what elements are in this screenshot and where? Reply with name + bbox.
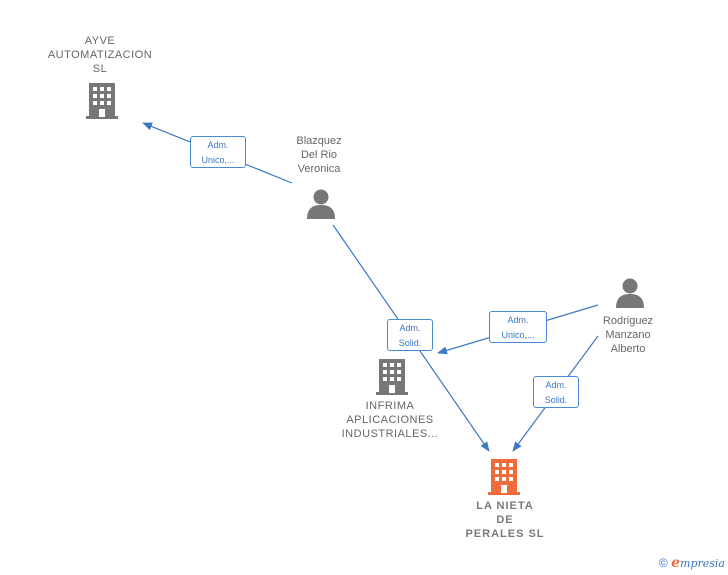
node-ayve-label[interactable]: AYVE AUTOMATIZACION SL — [47, 35, 153, 75]
person-icon — [616, 278, 644, 308]
node-blazquez-label[interactable]: Blazquez Del Rio Veronica — [296, 135, 342, 175]
edge-label-rodriguez-infrima[interactable]: Adm. Unico,... — [489, 311, 547, 343]
building-icon — [376, 359, 408, 395]
node-rodriguez-label[interactable]: Rodriguez Manzano Alberto — [602, 315, 654, 355]
node-nieta-label[interactable]: LA NIETA DE PERALES SL — [465, 500, 545, 540]
copyright-icon: © — [658, 556, 668, 570]
building-icon — [488, 459, 520, 495]
brand-logo: empresia — [671, 555, 725, 571]
edge-label-blazquez-ayve[interactable]: Adm. Unico,... — [190, 136, 246, 168]
edge-label-blazquez-nieta[interactable]: Adm. Solid. — [387, 319, 433, 351]
brand-footer: © empresia — [659, 555, 725, 571]
node-infrima-label[interactable]: INFRIMA APLICACIONES INDUSTRIALES... — [341, 400, 439, 440]
edge-label-rodriguez-nieta[interactable]: Adm. Solid. — [533, 376, 579, 408]
person-icon — [307, 189, 335, 219]
building-icon — [86, 83, 118, 119]
